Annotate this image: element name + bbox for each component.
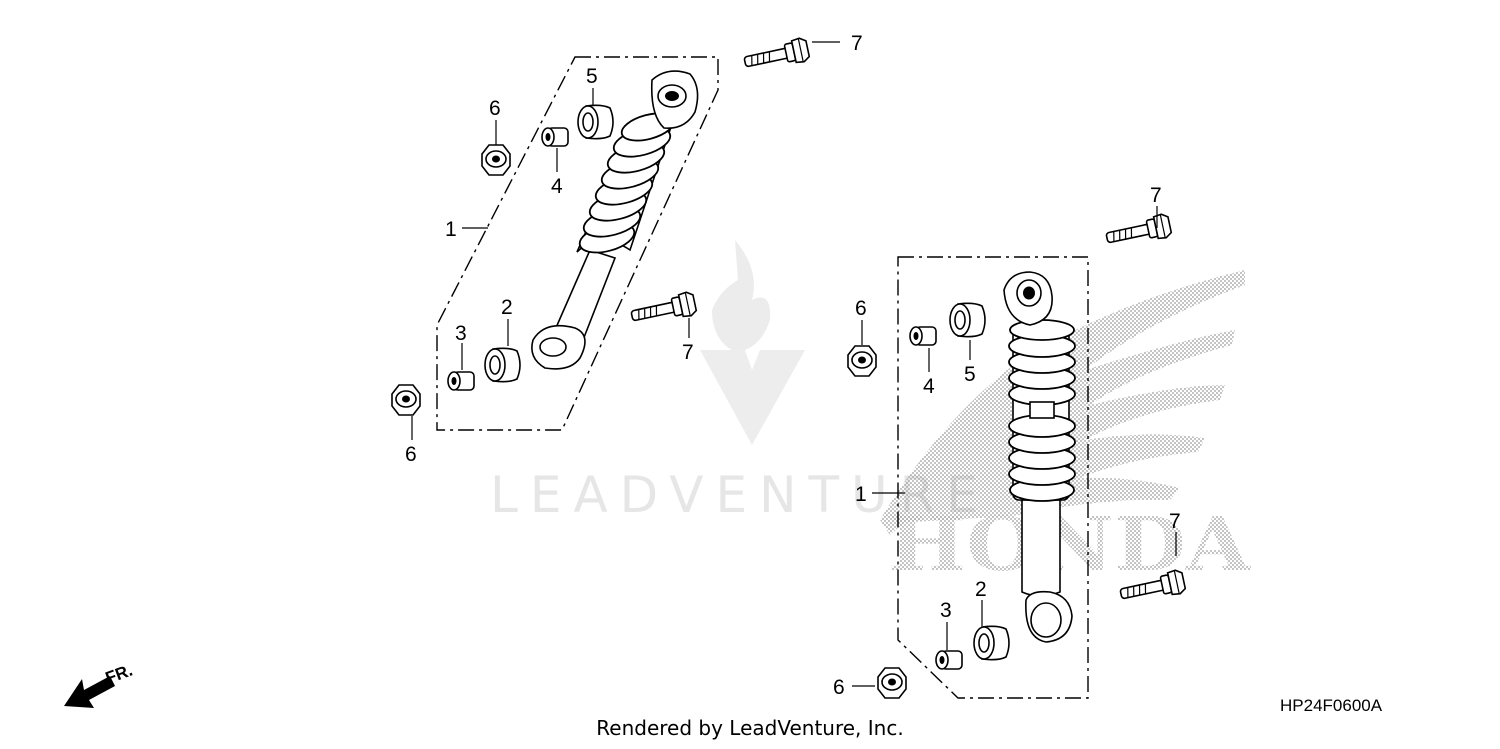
- right-callout-5: 5: [964, 363, 976, 386]
- right-callout-1: 1: [855, 483, 867, 506]
- right-callout-6-top: 6: [855, 297, 867, 320]
- right-collar-4: [909, 326, 937, 346]
- right-bushing-5: [949, 302, 986, 338]
- left-callout-7-top: 7: [851, 32, 863, 55]
- front-direction-arrow: FR.: [64, 661, 135, 708]
- right-assembly-frame: [897, 256, 1089, 699]
- right-callout-6-bottom: 6: [833, 676, 845, 699]
- left-shock-assembly: 1 6 4 5 3 2 6 7 7: [391, 32, 863, 466]
- right-nut-6-bottom: [877, 667, 907, 699]
- right-callout-4: 4: [923, 375, 935, 398]
- left-bolt-7-mid: [628, 290, 698, 329]
- right-shock-assembly: 1 6 4 5 3 2 6 7 7: [833, 184, 1187, 699]
- left-nut-6-bottom: [391, 384, 421, 416]
- footer-credit: Rendered by LeadVenture, Inc.: [596, 716, 904, 740]
- right-bushing-2: [973, 625, 1010, 661]
- left-callout-2: 2: [501, 296, 513, 319]
- left-bushing-2: [484, 347, 521, 383]
- right-shock-absorber: [1003, 271, 1076, 643]
- left-bushing-5: [577, 104, 614, 140]
- right-callout-7-mid: 7: [1169, 510, 1181, 533]
- left-callout-4: 4: [551, 175, 563, 198]
- right-nut-6-top: [847, 345, 877, 377]
- left-bolt-7-top: [741, 36, 811, 75]
- left-callout-3: 3: [455, 322, 467, 345]
- left-nut-6-top: [481, 144, 511, 176]
- diagram-code: HP24F0600A: [1280, 696, 1383, 715]
- direction-label: FR.: [103, 661, 135, 688]
- left-callout-1: 1: [445, 218, 457, 241]
- honda-text: HONDA: [888, 502, 1252, 588]
- left-callout-7-mid: 7: [682, 341, 694, 364]
- left-callout-5: 5: [586, 65, 598, 88]
- right-callout-3: 3: [940, 599, 952, 622]
- left-collar-4: [541, 127, 569, 147]
- right-collar-3: [935, 650, 963, 670]
- right-bolt-7-top: [1103, 212, 1173, 251]
- left-callout-6-bottom: 6: [405, 443, 417, 466]
- right-callout-2: 2: [975, 578, 987, 601]
- left-callout-6-top: 6: [489, 97, 501, 120]
- right-callout-7-top: 7: [1150, 184, 1162, 207]
- left-shock-absorber: [531, 70, 699, 370]
- left-collar-3: [447, 371, 475, 391]
